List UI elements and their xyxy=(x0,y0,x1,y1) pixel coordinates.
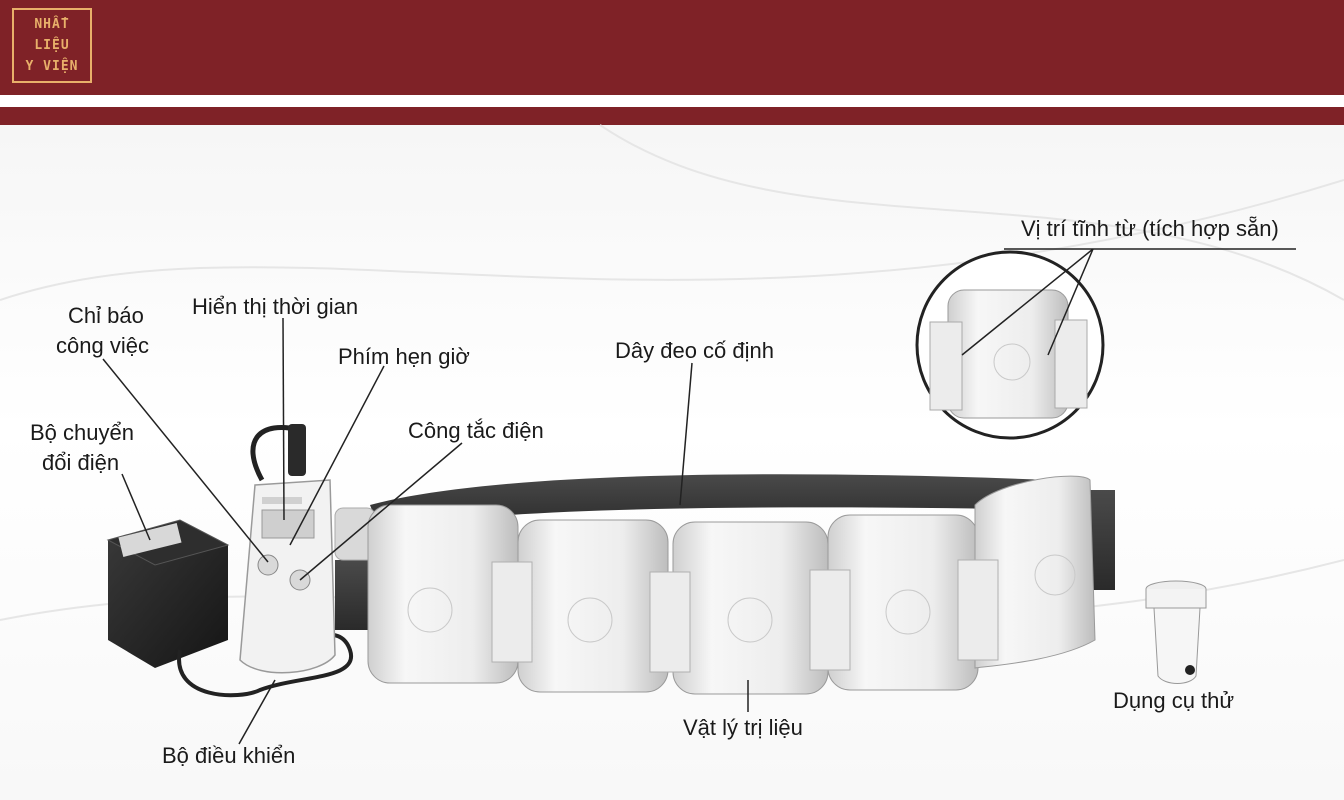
label-timer-key: Phím hẹn giờ xyxy=(338,344,470,369)
label-fixing-strap: Dây đeo cố định xyxy=(615,338,774,363)
header-bar: NHẤT LIỆU Y VIỆN xyxy=(0,0,1344,95)
label-work-indicator-line1: Chỉ báo xyxy=(68,303,144,328)
label-power-adapter: Bộ chuyển đổi điện xyxy=(30,418,134,478)
magnified-inset xyxy=(915,250,1105,440)
logo-line-1: NHẤT xyxy=(34,17,70,32)
therapy-pads xyxy=(367,475,1096,695)
label-controller: Bộ điều khiển xyxy=(162,743,296,768)
label-time-display: Hiển thị thời gian xyxy=(192,294,359,319)
label-power-adapter-line1: Bộ chuyển xyxy=(30,420,134,445)
label-physiotherapy: Vật lý trị liệu xyxy=(683,715,803,740)
test-cup xyxy=(1145,580,1207,684)
label-work-indicator: Chỉ báo công việc xyxy=(56,301,149,361)
label-power-switch: Công tắc điện xyxy=(408,418,544,443)
brand-logo[interactable]: NHẤT LIỆU Y VIỆN xyxy=(12,8,92,83)
label-power-adapter-line2: đổi điện xyxy=(42,450,120,475)
callout-lines xyxy=(102,248,1296,745)
label-magnet-position: Vị trí tĩnh từ (tích hợp sẵn) xyxy=(1021,216,1279,241)
label-work-indicator-line2: công việc xyxy=(56,333,149,358)
header-stripe xyxy=(0,107,1344,125)
label-test-tool: Dụng cụ thử xyxy=(1113,688,1235,713)
logo-line-3: Y VIỆN xyxy=(25,59,79,74)
logo-line-2: LIỆU xyxy=(34,38,70,53)
controller-device xyxy=(239,424,336,674)
